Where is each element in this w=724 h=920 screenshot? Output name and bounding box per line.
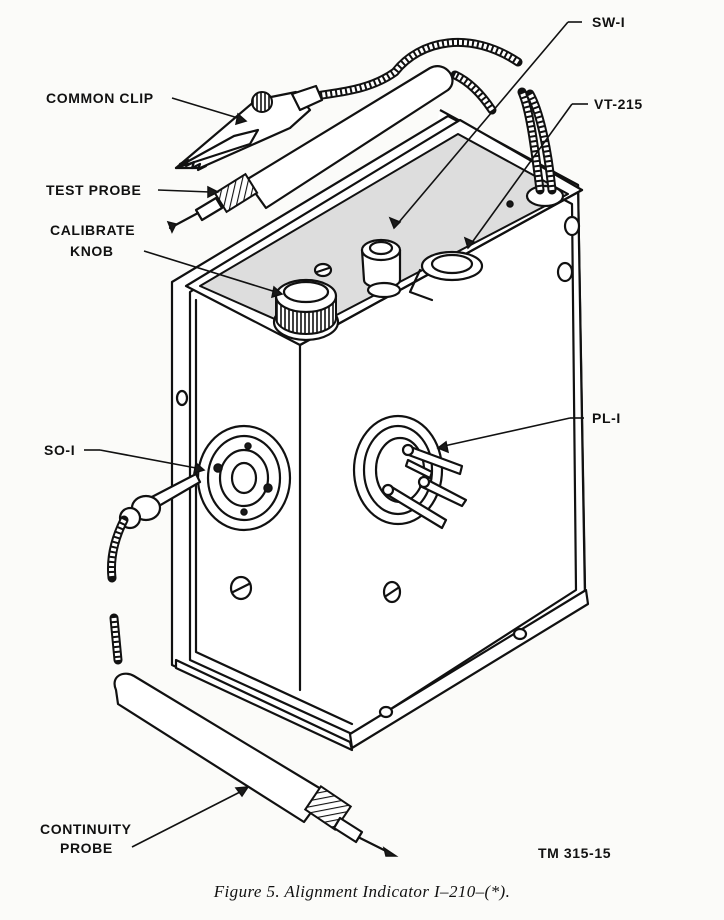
calibrate-knob (272, 278, 340, 342)
continuity-probe (113, 672, 399, 857)
switch-sw1 (360, 238, 402, 299)
label-so1: SO-I (44, 442, 75, 458)
socket-so1 (196, 424, 292, 532)
tube-vt215 (408, 250, 484, 302)
label-common-clip: COMMON CLIP (46, 90, 154, 106)
continuity-lead (107, 472, 202, 665)
label-vt215: VT-215 (594, 96, 643, 112)
label-probe: PROBE (60, 840, 113, 856)
leader-lines (84, 21, 588, 848)
test-probe (166, 65, 454, 234)
label-continuity: CONTINUITY (40, 821, 132, 837)
tm-number: TM 315-15 (538, 845, 611, 861)
label-test-probe: TEST PROBE (46, 182, 141, 198)
label-pl1: PL-I (592, 410, 621, 426)
common-clip (174, 84, 324, 172)
plug-pl1 (352, 414, 468, 530)
label-knob: KNOB (70, 243, 114, 259)
callout-labels: SW-I VT-215 COMMON CLIP TEST PROBE CALIB… (40, 14, 643, 861)
test-leads (166, 38, 557, 234)
plug-pins (381, 443, 468, 530)
label-sw1: SW-I (592, 14, 625, 30)
label-calibrate: CALIBRATE (50, 222, 135, 238)
figure-caption: Figure 5. Alignment Indicator I–210–(*). (213, 882, 510, 901)
